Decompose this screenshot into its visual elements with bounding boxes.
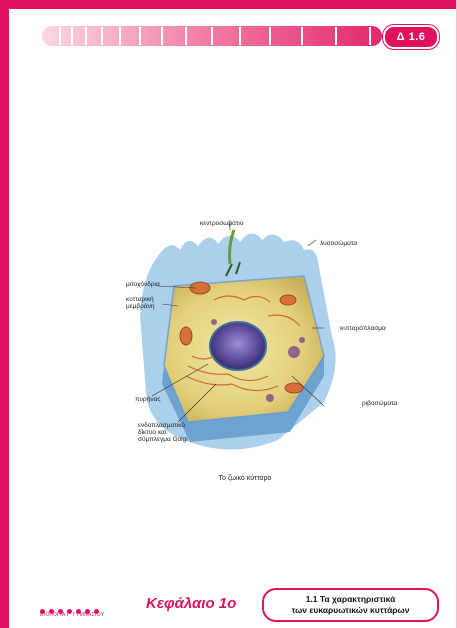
- top-border: [0, 0, 457, 9]
- chapter-title: Κεφάλαιο 1ο: [146, 595, 236, 612]
- figure-caption: Το ζωικό κύτταρο: [195, 475, 295, 482]
- label-mitochondria: μιτοχόνδρια: [126, 281, 160, 288]
- section-title-box: 1.1 Τα χαρακτηριστικά των ευκαρυωτικών κ…: [262, 588, 439, 622]
- label-centrosome: κεντροσωμάτιο: [200, 220, 244, 227]
- label-er-golgi: ενδοπλασματικό δίκτυο και σύμπλεγμα Golg…: [138, 422, 200, 443]
- label-ribosomes: ριβοσώματα: [362, 400, 397, 407]
- section-title-line2: των ευκαρυωτικών κυττάρων: [264, 605, 437, 616]
- label-nucleus: πυρήνας: [135, 396, 161, 403]
- section-title-line1: 1.1 Τα χαρακτηριστικά: [264, 594, 437, 605]
- nucleus: [210, 322, 266, 370]
- label-cell-membrane: κυτταρική μεμβράνη: [126, 296, 176, 310]
- page-number-badge: Δ 1.6: [383, 25, 439, 49]
- label-lysosomes: λυσοσώματα: [320, 240, 357, 247]
- footer-subtext: ΒΙΟΛΟΓΙΑ Γ' ΓΥΜΝΑΣΙΟΥ: [40, 612, 104, 618]
- header-decoration: [40, 24, 436, 48]
- label-cytoplasm: κυτταρόπλασμα: [340, 325, 386, 332]
- left-border: [0, 0, 9, 628]
